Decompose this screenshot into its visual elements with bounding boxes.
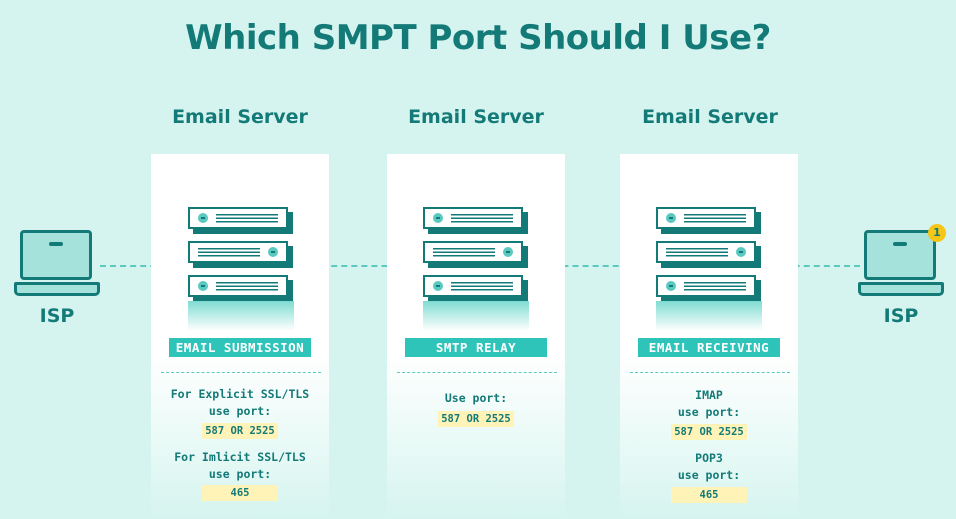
port-value: 587 OR 2525	[438, 411, 514, 427]
separator	[397, 372, 557, 373]
role-label: EMAIL RECEIVING	[638, 338, 780, 357]
server-stack-icon	[656, 207, 762, 331]
page-title: Which SMPT Port Should I Use?	[185, 18, 771, 58]
port-value: 587 OR 2525	[671, 424, 747, 440]
isp-label-right: ISP	[883, 305, 919, 327]
port-instruction: For Imlicit SSL/TLS use port:	[174, 450, 306, 481]
port-value: 465	[202, 485, 278, 501]
port-value: 587 OR 2525	[202, 423, 278, 439]
separator	[630, 372, 790, 373]
server-stack-icon	[423, 207, 529, 331]
port-value: 465	[671, 487, 747, 503]
port-instruction: POP3 use port:	[677, 451, 741, 482]
port-instruction: IMAP use port:	[677, 388, 741, 419]
column-heading: Email Server	[408, 106, 544, 128]
column-heading: Email Server	[172, 106, 308, 128]
notification-badge-icon: 1	[928, 224, 946, 242]
role-label: SMTP RELAY	[405, 338, 547, 357]
role-label: EMAIL SUBMISSION	[169, 338, 311, 357]
port-instruction: Use port:	[444, 391, 508, 405]
port-instruction: For Explicit SSL/TLS use port:	[170, 387, 310, 418]
server-stack-icon	[188, 207, 294, 331]
separator	[161, 372, 321, 373]
column-heading: Email Server	[642, 106, 778, 128]
isp-label-left: ISP	[39, 305, 75, 327]
